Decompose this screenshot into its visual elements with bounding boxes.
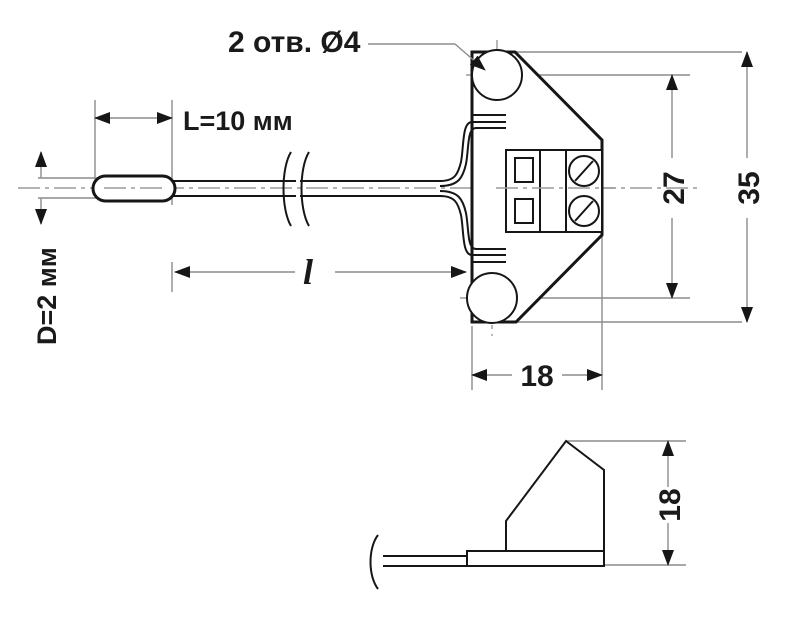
lead-wire-upper-inner xyxy=(439,127,506,187)
mounting-hole-bottom xyxy=(466,272,518,324)
dimension-hole-spacing: 27 xyxy=(658,74,691,299)
front-view: L=10 мм D=2 мм l 2 отв. Ø4 xyxy=(18,26,766,393)
dimension-cable-length: l xyxy=(174,252,467,292)
dimension-overall-height: 35 xyxy=(733,51,766,323)
terminal-contact-top xyxy=(514,157,534,183)
dimension-probe-diameter: D=2 мм xyxy=(32,151,62,345)
label-probe-length: L=10 мм xyxy=(183,106,293,136)
terminal-screw-bottom-slot xyxy=(574,200,594,222)
terminal-contact-bottom xyxy=(514,198,534,224)
mounting-hole-top xyxy=(471,49,523,101)
cable-break-arc-right xyxy=(300,151,310,227)
dimension-probe-length: L=10 мм xyxy=(94,106,293,136)
lead-wire-upper-outer xyxy=(439,121,506,182)
label-holes-note: 2 отв. Ø4 xyxy=(228,26,361,59)
dimension-value-35: 35 xyxy=(733,171,766,204)
label-cable-length: l xyxy=(303,252,313,292)
side-cable-break-arc xyxy=(369,534,379,590)
lead-wire-lower-inner xyxy=(439,190,506,250)
dimension-side-height: 18 xyxy=(654,440,687,566)
leader-line-diagonal xyxy=(454,43,486,71)
terminal-screw-top-slot xyxy=(574,160,594,182)
side-view: 18 xyxy=(369,439,687,590)
dimension-value-18-side: 18 xyxy=(654,488,687,521)
side-base-plate xyxy=(466,550,605,567)
dimension-value-18-front: 18 xyxy=(520,360,553,393)
lead-wire-lower-outer xyxy=(439,195,506,256)
label-probe-diameter: D=2 мм xyxy=(32,247,62,345)
dimension-value-27: 27 xyxy=(658,171,691,204)
front-view-extension-lines xyxy=(38,51,742,390)
dimension-front-width: 18 xyxy=(471,360,603,393)
note-mounting-holes: 2 отв. Ø4 xyxy=(228,26,486,71)
side-body-profile xyxy=(505,439,605,552)
cable-break-arc-left xyxy=(282,151,292,227)
